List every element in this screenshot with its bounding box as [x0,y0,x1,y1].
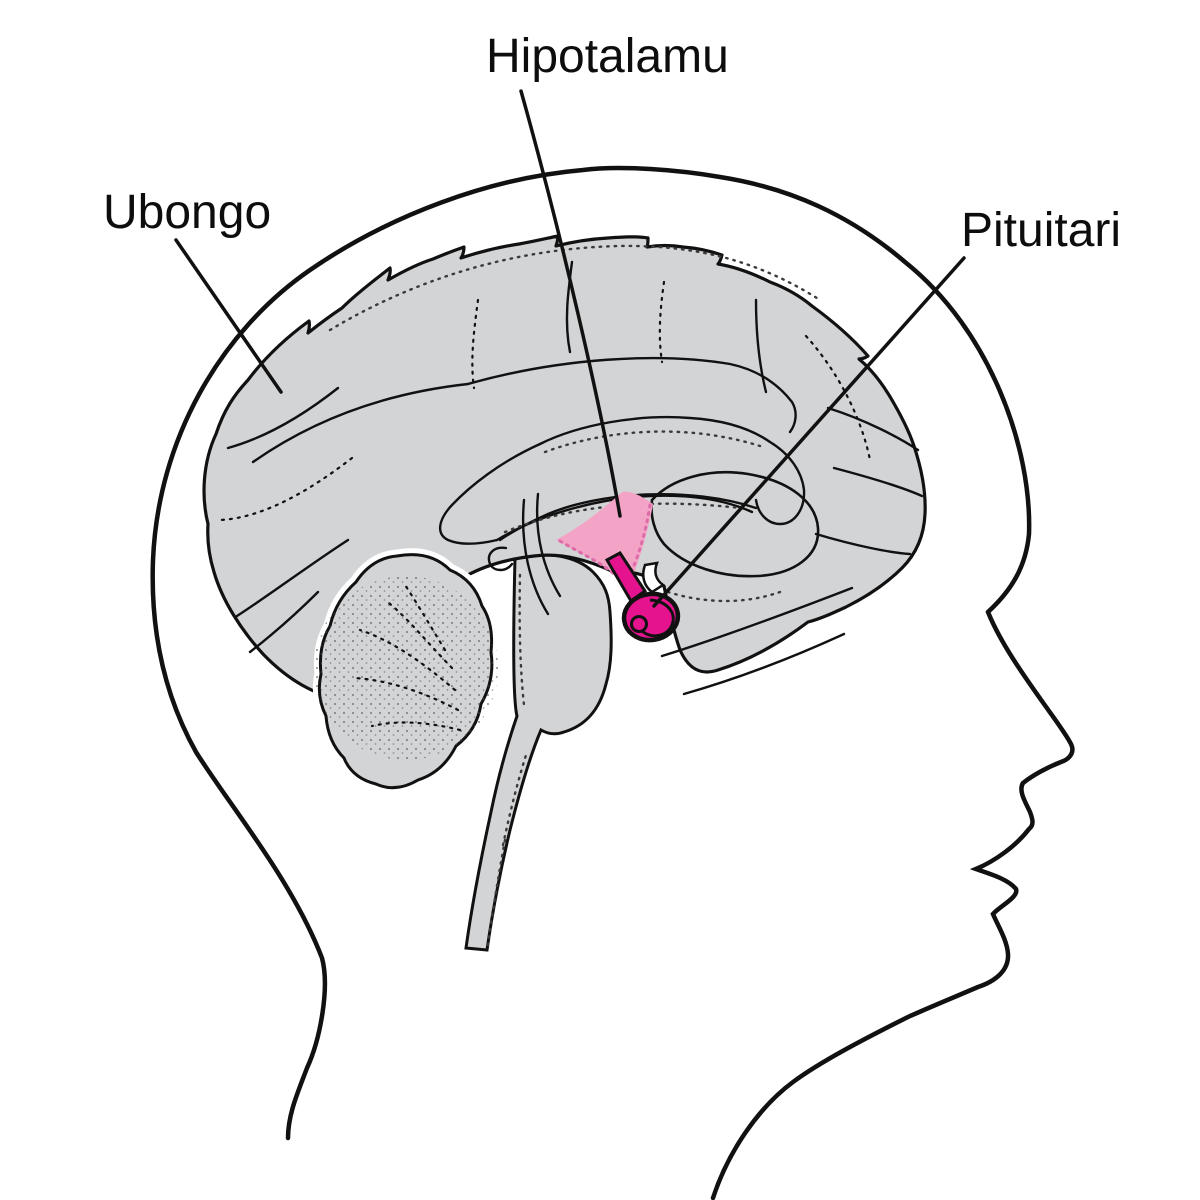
thalamus [650,470,820,578]
label-ubongo: Ubongo [103,186,272,239]
leader-lines [174,89,966,608]
infundibulum-notch [642,561,666,594]
cortex-edge-stipple [328,244,822,332]
leader-line-hipotalamu [519,89,622,518]
face-outline [710,609,1075,1200]
skull-outline [150,165,1032,1141]
label-hipotalamu: Hipotalamu [486,30,729,83]
leader-line-ubongo [174,238,283,394]
cerebellum [312,548,499,795]
head-profile-outline [150,165,1075,1200]
pituitary-gland-group [604,551,681,643]
brainstem-spinal-cord [464,552,613,952]
pituitary-stalk [604,551,648,604]
pituitary-posterior-lobe-detail [641,598,675,638]
hypothalamus-stipple [558,503,652,576]
leader-line-pituitari [652,256,966,608]
cerebellum-stipple-texture [314,576,498,760]
brainstem-stipple [486,573,529,947]
sulci-lines [218,260,924,696]
label-pituitari: Pituitari [961,204,1122,257]
pituitary-anterior-lobe-detail [630,615,648,633]
hypothalamus-shape [556,491,653,579]
cerebellum-folia-lines [353,583,462,732]
hypothalamus-region [556,491,653,579]
